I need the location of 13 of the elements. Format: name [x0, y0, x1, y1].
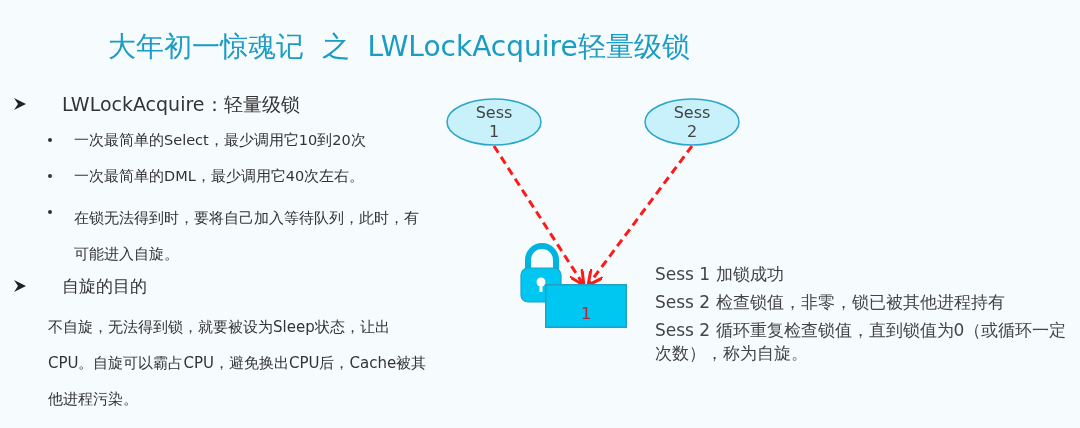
- lock-box: 1: [545, 284, 627, 328]
- body-text: 不自旋，无法得到锁，就要被设为Sleep状态，让出CPU。自旋可以霸占CPU，避免换出CPU后，Cache被其他进程污染。: [48, 317, 428, 410]
- slide-title: 大年初一惊魂记 之 LWLockAcquire轻量级锁: [108, 29, 690, 65]
- session-ellipse: Sess 2: [644, 98, 740, 146]
- bullet-text: 一次最简单的DML，最少调用它40次左右。: [74, 167, 366, 186]
- note-text: Sess 2 检查锁值，非零，锁已被其他进程持有: [655, 291, 1006, 314]
- note-text: Sess 2 循环重复检查锁值，直到锁值为0（或循环一定次数），称为自旋。: [655, 319, 1068, 365]
- session-ellipse: Sess 1: [446, 98, 542, 146]
- note-text: Sess 1 加锁成功: [655, 263, 785, 286]
- section-heading: LWLockAcquire：轻量级锁: [62, 92, 301, 117]
- bullet-text: 在锁无法得到时，要将自己加入等待队列，此时，有可能进入自旋。: [74, 209, 419, 264]
- section-heading: 自旋的目的: [62, 275, 148, 298]
- bullet-text: 一次最简单的Select，最少调用它10到20次: [74, 131, 367, 150]
